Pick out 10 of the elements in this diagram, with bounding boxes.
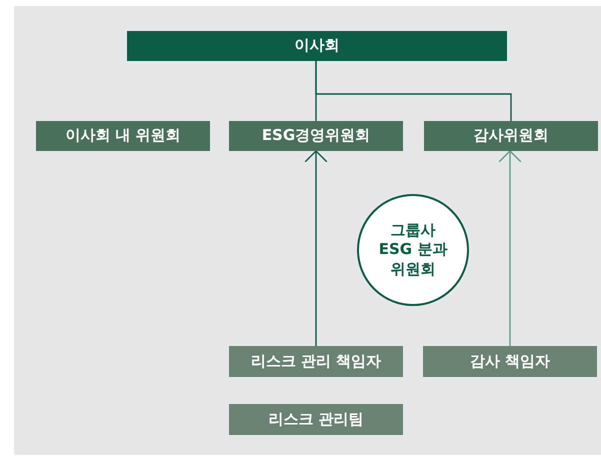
board-box: 이사회: [127, 31, 507, 61]
committee-box: ESG경영위원회: [229, 121, 403, 151]
team-box: 리스크 관리팀: [229, 404, 403, 435]
arrow: [498, 150, 522, 346]
committee-box: 감사위원회: [424, 121, 598, 151]
officer-box: 리스크 관리 책임자: [229, 346, 403, 377]
connector-line: [315, 61, 512, 121]
committee-box: 이사회 내 위원회: [36, 121, 210, 151]
officer-box: 감사 책임자: [423, 346, 597, 377]
arrow: [304, 150, 328, 346]
